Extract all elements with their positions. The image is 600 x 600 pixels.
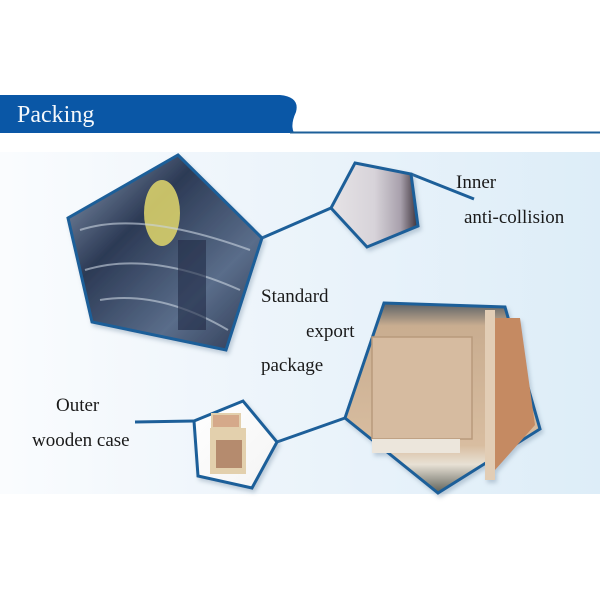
section-header-band bbox=[0, 95, 600, 135]
small-crate-photo bbox=[192, 399, 279, 490]
bubble-wrap-photo bbox=[329, 161, 420, 249]
label-inner: Inner bbox=[456, 172, 497, 193]
wrapped-machine-photo bbox=[66, 153, 264, 352]
label-package: package bbox=[261, 355, 324, 376]
label-outer: Outer bbox=[56, 395, 100, 416]
large-crate-photo bbox=[343, 301, 542, 495]
label-anti-collision: anti-collision bbox=[464, 207, 565, 228]
page-title: Packing bbox=[17, 102, 95, 128]
label-standard: Standard bbox=[261, 286, 329, 307]
connector-lines bbox=[134, 172, 475, 444]
label-wooden-case: wooden case bbox=[32, 430, 130, 451]
header-shape bbox=[0, 95, 600, 134]
label-export: export bbox=[306, 321, 355, 342]
